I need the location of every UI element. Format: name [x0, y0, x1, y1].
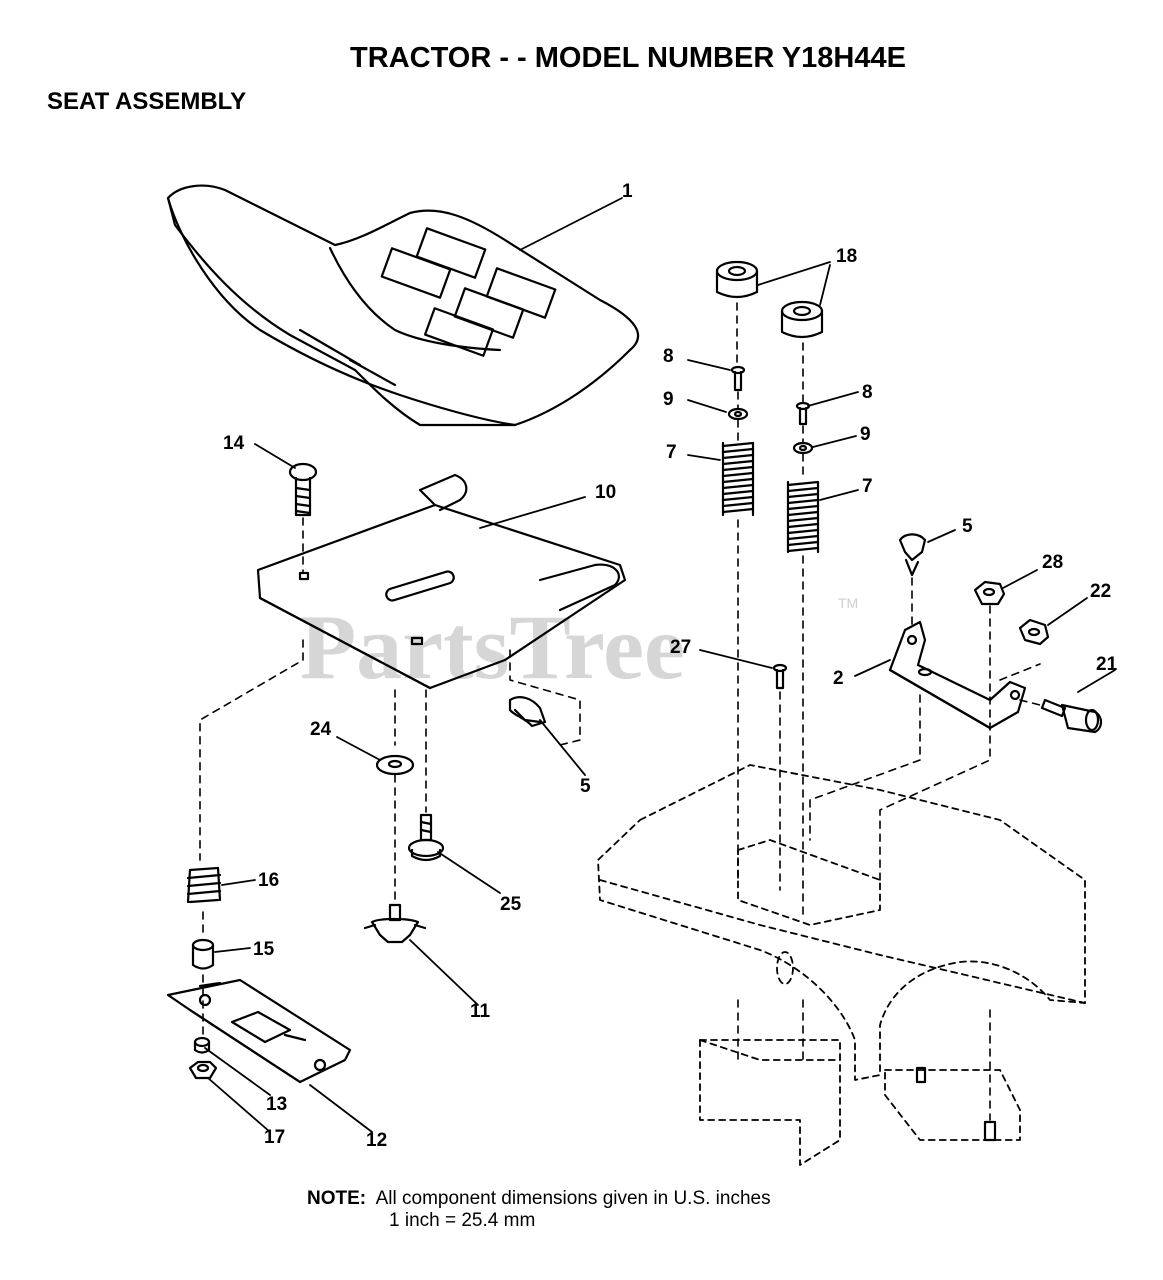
callout-16: 16 [258, 870, 279, 891]
callout-18: 18 [836, 246, 857, 267]
spring-part-7b[interactable] [786, 480, 820, 554]
dimension-note: NOTE: All component dimensions given in … [307, 1188, 771, 1232]
slide-bracket-part[interactable] [166, 978, 352, 1084]
nut-part-28[interactable] [973, 580, 1006, 606]
callout-8a: 8 [663, 346, 674, 367]
bracket-part[interactable] [888, 620, 1027, 730]
callout-9a: 9 [663, 389, 674, 410]
callout-1: 1 [622, 181, 633, 202]
callout-8b: 8 [862, 382, 873, 403]
nut-part-17[interactable] [188, 1060, 218, 1080]
bushing-part-15[interactable] [191, 938, 215, 970]
knob-part[interactable] [363, 903, 427, 944]
clip-part-right[interactable] [898, 533, 927, 577]
callout-14: 14 [223, 433, 245, 454]
clip-part-left[interactable] [508, 696, 547, 728]
callout-28: 28 [1042, 552, 1063, 573]
washer-part-9a[interactable] [727, 407, 749, 421]
callout-21: 21 [1096, 654, 1118, 675]
shoulder-bolt-part[interactable] [407, 813, 445, 862]
callout-15: 15 [253, 939, 275, 960]
seat-pan-part[interactable] [256, 473, 627, 690]
spring-part-7a[interactable] [721, 441, 755, 517]
callout-24: 24 [310, 719, 332, 740]
callout-10: 10 [595, 482, 616, 503]
spring-part-16[interactable] [186, 866, 222, 904]
bolt-part-21[interactable] [1040, 698, 1103, 734]
callout-9b: 9 [860, 424, 871, 445]
screw-part-27[interactable] [772, 663, 788, 690]
carriage-bolt-part[interactable] [288, 462, 318, 517]
assembly-guide-lines [199, 302, 1041, 1121]
callout-12: 12 [366, 1130, 387, 1151]
screw-part-8a[interactable] [730, 365, 746, 392]
callout-22: 22 [1090, 581, 1111, 602]
callout-7b: 7 [862, 476, 873, 497]
note-line-2: 1 inch = 25.4 mm [389, 1210, 536, 1231]
note-line-1: All component dimensions given in U.S. i… [375, 1188, 771, 1209]
callout-5a: 5 [580, 776, 591, 797]
washer-part-9b[interactable] [792, 441, 814, 455]
fender-frame [597, 764, 1086, 1166]
page-title: TRACTOR - - MODEL NUMBER Y18H44E [350, 42, 906, 74]
callout-7a: 7 [666, 442, 677, 463]
callout-25: 25 [500, 894, 522, 915]
spacer-part-18a[interactable] [715, 260, 759, 299]
section-title: SEAT ASSEMBLY [47, 88, 247, 115]
callout-27: 27 [670, 637, 691, 658]
seat-part[interactable] [166, 184, 640, 427]
watermark-tm: TM [838, 595, 858, 611]
callout-13: 13 [266, 1094, 287, 1115]
leader-lines [204, 197, 1116, 1133]
note-label: NOTE: [307, 1188, 367, 1209]
spacer-part-18b[interactable] [780, 300, 824, 339]
nut-part-22[interactable] [1018, 618, 1050, 646]
callout-2: 2 [833, 668, 844, 689]
callout-5b: 5 [962, 516, 973, 537]
watermark-text: PartsTree [300, 596, 685, 698]
callout-17: 17 [264, 1127, 285, 1148]
floor-pins [915, 1066, 997, 1142]
callout-11: 11 [470, 1001, 491, 1022]
washer-part-24[interactable] [375, 754, 415, 776]
